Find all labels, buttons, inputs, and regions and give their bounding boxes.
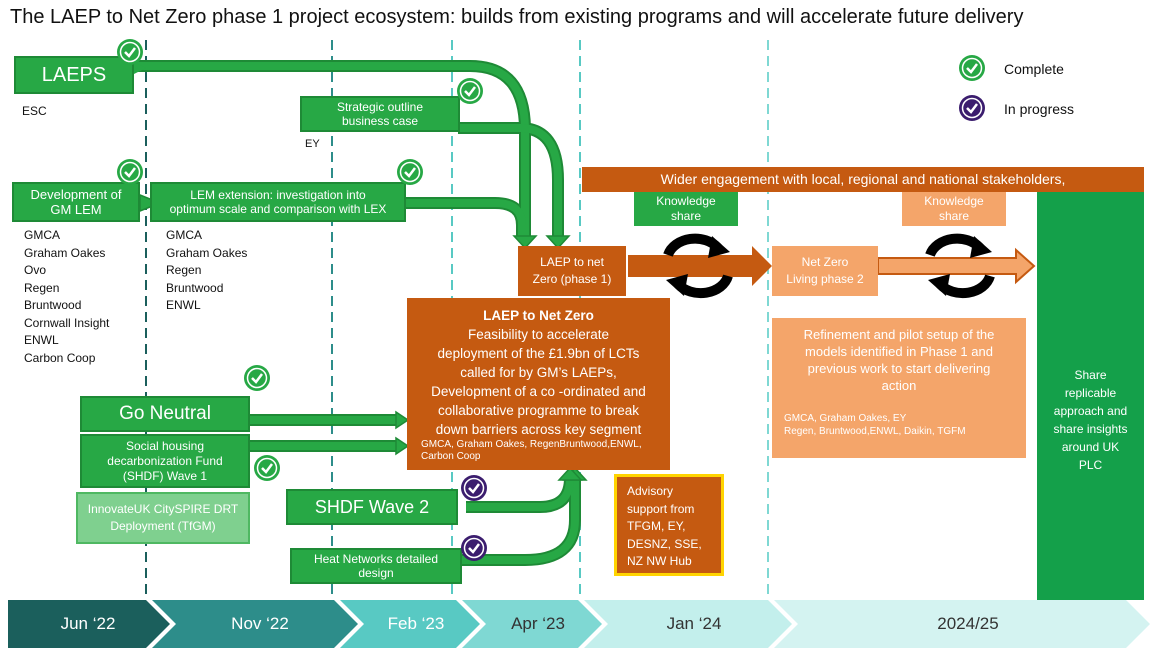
complete-check-icon xyxy=(254,455,280,481)
in-progress-check-icon xyxy=(461,535,487,561)
laeps-partner: ESC xyxy=(22,104,47,118)
share-insights-box: Share replicable approach and share insi… xyxy=(1037,192,1144,600)
timeline-segment-nov22 xyxy=(152,600,358,648)
timeline-label-nov22: Nov ‘22 xyxy=(231,614,289,633)
timeline-label-feb23: Feb ‘23 xyxy=(387,614,445,633)
page-title: The LAEP to Net Zero phase 1 project eco… xyxy=(10,6,1024,28)
in-progress-check-icon xyxy=(461,475,487,501)
timeline-bar xyxy=(8,600,1150,648)
complete-check-icon xyxy=(457,78,483,104)
complete-check-icon xyxy=(117,39,143,65)
timeline-label-2024-25: 2024/25 xyxy=(937,614,999,633)
legend-complete-label: Complete xyxy=(1004,61,1064,77)
knowledge-share-box-1: Knowledge share xyxy=(634,192,738,226)
advisory-support-box: Advisory support from TFGM, EY, DESNZ, S… xyxy=(614,474,724,576)
strategic-partner: EY xyxy=(305,138,320,150)
timeline-segment-feb23 xyxy=(340,600,480,648)
complete-check-icon xyxy=(959,55,985,81)
timeline-segment-apr23 xyxy=(462,600,602,648)
complete-check-icon xyxy=(397,159,423,185)
laep-phase1-box: LAEP to net Zero (phase 1) xyxy=(518,246,626,296)
heat-networks-box: Heat Networks detailed design xyxy=(290,548,462,584)
laep-main-partners: GMCA, Graham Oakes, RegenBruntwood,ENWL,… xyxy=(421,439,642,462)
shdf-wave2-box: SHDF Wave 2 xyxy=(286,489,458,525)
timeline-segment-2024-25 xyxy=(774,600,1150,648)
laep-main-title: LAEP to Net Zero xyxy=(483,308,594,323)
timeline-label-jun22: Jun ‘22 xyxy=(60,614,116,633)
legend-in-progress-label: In progress xyxy=(1004,101,1075,117)
wider-engagement-bar: Wider engagement with local, regional an… xyxy=(582,167,1144,192)
laep-main-box: LAEP to Net Zero Feasibility to accelera… xyxy=(407,298,670,470)
in-progress-check-icon xyxy=(959,95,985,121)
lem-extension-partners: GMCA Graham Oakes Regen Bruntwood ENWL xyxy=(166,228,248,312)
complete-check-icon xyxy=(244,365,270,391)
gm-lem-box: Development of GM LEM xyxy=(12,182,140,222)
timeline-label-jan24: Jan ‘24 xyxy=(666,614,722,633)
refinement-box: Refinement and pilot setup of the models… xyxy=(772,318,1026,458)
innovateuk-box: InnovateUK CitySPIRE DRT Deployment (TfG… xyxy=(76,492,250,544)
strategic-outline-box: Strategic outline business case xyxy=(300,96,460,132)
gm-lem-partners: GMCA Graham Oakes Ovo Regen Bruntwood Co… xyxy=(24,228,110,365)
timeline-segment-jan24 xyxy=(584,600,792,648)
knowledge-share-box-2: Knowledge share xyxy=(902,192,1006,226)
lem-extension-box: LEM extension: investigation into optimu… xyxy=(150,182,406,222)
refinement-partners: GMCA, Graham Oakes, EY Regen, Bruntwood,… xyxy=(784,413,966,437)
timeline-segment-jun22 xyxy=(8,600,170,648)
laeps-box: LAEPS xyxy=(14,56,134,94)
shdf-wave1-box: Social housing decarbonization Fund (SHD… xyxy=(80,434,250,488)
timeline-label-apr23: Apr ‘23 xyxy=(511,614,565,633)
complete-check-icon xyxy=(117,159,143,185)
go-neutral-box: Go Neutral xyxy=(80,396,250,432)
net-zero-living-phase2-box: Net Zero Living phase 2 xyxy=(772,246,878,296)
